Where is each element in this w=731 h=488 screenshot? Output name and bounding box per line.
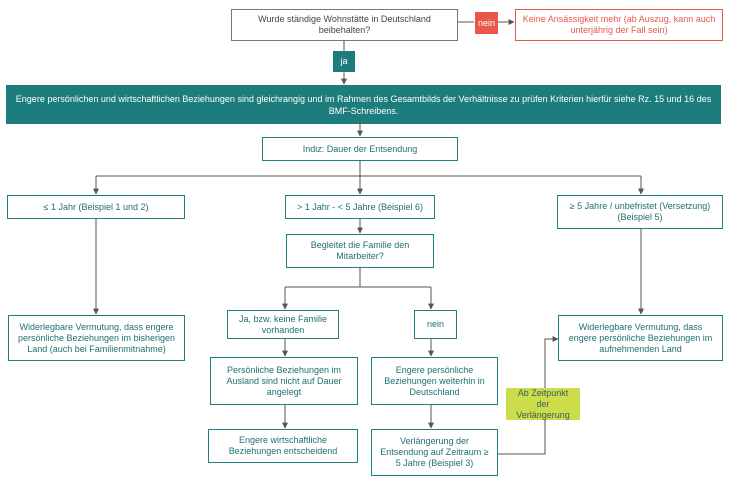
economic-relations-decisive: Engere wirtschaftliche Beziehungen entsc…	[208, 429, 358, 463]
branch-1-to-5-years: > 1 Jahr - < 5 Jahre (Beispiel 6)	[285, 195, 435, 219]
result-closer-personal-host-country: Widerlegbare Vermutung, dass engere pers…	[558, 315, 723, 361]
personal-relations-not-permanent: Persönliche Beziehungen im Ausland sind …	[210, 357, 358, 405]
question-permanent-home: Wurde ständige Wohnstätte in Deutschland…	[231, 9, 458, 41]
banner-equal-relations: Engere persönlichen und wirtschaftlichen…	[6, 85, 721, 124]
no-label-top: nein	[475, 12, 498, 34]
branch-up-to-1-year: ≤ 1 Jahr (Beispiel 1 und 2)	[7, 195, 185, 219]
family-no: nein	[414, 310, 457, 339]
result-no-residence: Keine Ansässigkeit mehr (ab Auszug, kann…	[515, 9, 723, 41]
result-closer-personal-home-country: Widerlegbare Vermutung, dass engere pers…	[8, 315, 185, 361]
branch-5-years-or-more: ≥ 5 Jahre / unbefristet (Versetzung) (Be…	[557, 195, 723, 229]
indicator-assignment-duration: Indiz: Dauer der Entsendung	[262, 137, 458, 161]
personal-relations-remain-germany: Engere persönliche Beziehungen weiterhin…	[371, 357, 498, 405]
extension-to-5-years: Verlängerung der Entsendung auf Zeitraum…	[371, 429, 498, 476]
family-yes-or-none: Ja, bzw. keine Familie vorhanden	[227, 310, 339, 339]
question-family-accompanies: Begleitet die Familie den Mitarbeiter?	[286, 234, 434, 268]
yes-label-top: ja	[333, 51, 355, 72]
note-from-extension-date: Ab Zeitpunkt der Verlängerung	[506, 388, 580, 420]
